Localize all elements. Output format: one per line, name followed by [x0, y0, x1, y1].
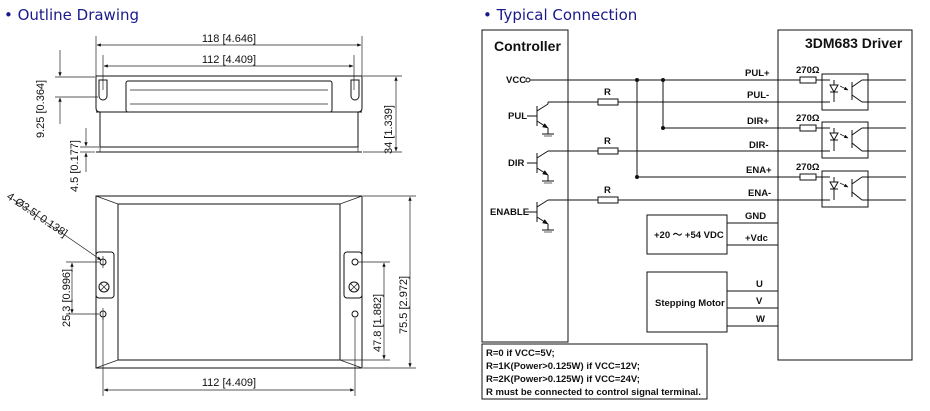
driver-box [777, 29, 913, 361]
optocoupler-ena: 270Ω [778, 162, 906, 208]
resistor-dir-label: R [604, 136, 611, 147]
controller-resistors: R R R [594, 87, 778, 204]
typical-connection: • Typical Connection Controller 3DM683 D… [481, 6, 913, 400]
note-line-3: R=2K(Power>0.125W) if VCC=24V; [486, 374, 640, 385]
dim-118-label: 118 [4.646] [202, 33, 256, 45]
outline-heading: • Outline Drawing [4, 6, 139, 24]
ena-plus-label: ENA+ [746, 165, 772, 176]
dim-bottom-112-label: 112 [4.409] [202, 377, 256, 389]
vdc-label: +Vdc [745, 233, 768, 244]
controller-title: Controller [494, 38, 561, 54]
note-line-4: R must be connected to control signal te… [486, 387, 701, 398]
dim-side-offset: 9.25 [0.364] [35, 50, 98, 138]
dir-label: DIR [508, 158, 525, 169]
dim-75-5-label: 75.5 [2.972] [398, 276, 410, 334]
dim-flange: 4.5 [0.177] [69, 128, 99, 192]
driver-title: 3DM683 Driver [805, 35, 903, 51]
outline-drawing: • Outline Drawing 118 [4.646] 112 [4.409… [4, 6, 416, 396]
resistor-pul-label: R [604, 87, 611, 98]
enable-transistor: ENABLE [490, 199, 594, 233]
r270-pul-label: 270Ω [796, 65, 820, 76]
stepping-motor-label: Stepping Motor [655, 298, 725, 309]
dim-25-3-label: 25.3 [0.996] [61, 269, 73, 327]
dim-overall-length: 75.5 [2.972] [363, 195, 416, 369]
resistor-ena-label: R [604, 185, 611, 196]
front-view [95, 195, 363, 369]
r270-dir-label: 270Ω [796, 113, 820, 124]
r270-ena-label: 270Ω [796, 162, 820, 173]
pul-transistor: PUL [508, 101, 594, 137]
ena-minus-label: ENA- [748, 188, 771, 199]
dim-9-25-label: 9.25 [0.364] [35, 80, 47, 138]
dir-minus-label: DIR- [749, 140, 769, 151]
holes-label: 4-Ø3.5[ 0.138] [4, 191, 69, 240]
dim-holes: 4-Ø3.5[ 0.138] [4, 191, 102, 261]
dim-slot-offset: 25.3 [0.996] [61, 261, 99, 327]
gnd-label: GND [745, 211, 766, 222]
note-line-1: R=0 if VCC=5V; [486, 348, 555, 359]
dim-bottom-width: 112 [4.409] [102, 318, 356, 396]
dim-height: 34 [1.339] [363, 75, 402, 154]
u-label: U [756, 279, 763, 290]
dir-transistor: DIR [508, 150, 594, 184]
enable-label: ENABLE [490, 207, 529, 218]
dim-4-5-label: 4.5 [0.177] [69, 140, 81, 192]
resistor-notes: R=0 if VCC=5V; R=1K(Power>0.125W) if VCC… [481, 343, 708, 400]
optocoupler-pul: 270Ω [778, 65, 906, 111]
note-line-2: R=1K(Power>0.125W) if VCC=12V; [486, 361, 640, 372]
controller-box [481, 29, 569, 343]
power-supply-label: +20 ～ +54 VDC [654, 230, 724, 241]
vcc-line: VCC [506, 75, 778, 179]
v-label: V [756, 296, 763, 307]
pul-minus-label: PUL- [747, 90, 769, 101]
side-view [95, 75, 363, 153]
dim-34-label: 34 [1.339] [383, 105, 395, 154]
dim-112-label: 112 [4.409] [202, 54, 256, 66]
optocoupler-dir: 270Ω [778, 113, 906, 159]
dir-plus-label: DIR+ [747, 116, 769, 127]
dim-inner-length: 47.8 [1.882] [340, 261, 390, 361]
pul-label: PUL [508, 111, 527, 122]
stepping-motor: Stepping Motor [646, 271, 778, 333]
driver-terminals: PUL+ PUL- DIR+ DIR- ENA+ ENA- GND +Vdc U… [745, 68, 772, 325]
w-label: W [756, 314, 765, 325]
dim-47-8-label: 47.8 [1.882] [372, 294, 384, 352]
dim-hole-spacing: 112 [4.409] [102, 54, 355, 90]
vcc-label: VCC [506, 75, 526, 86]
connection-heading: • Typical Connection [483, 6, 637, 24]
pul-plus-label: PUL+ [745, 68, 770, 79]
power-supply: +20 ～ +54 VDC [646, 214, 778, 255]
dim-overall-width: 118 [4.646] [95, 33, 363, 80]
